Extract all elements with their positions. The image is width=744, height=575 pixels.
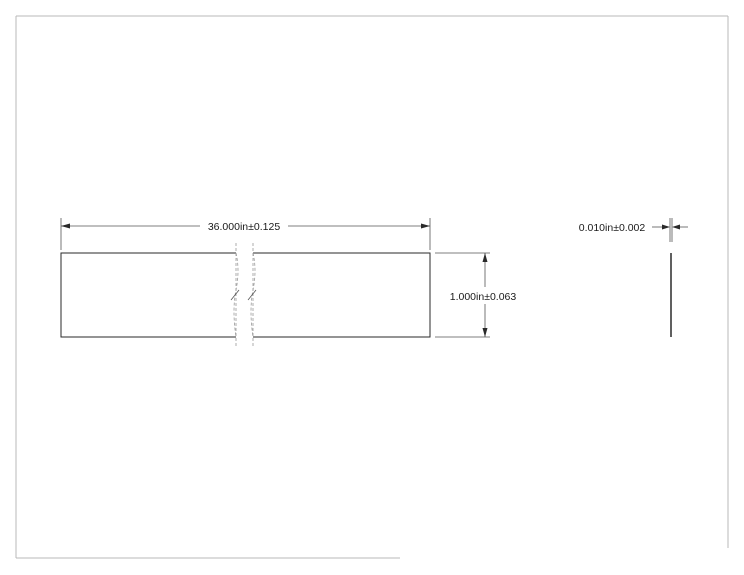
width-dimension: 1.000in±0.063 xyxy=(435,252,517,338)
arrowhead xyxy=(482,253,488,262)
thickness-dimension-label: 0.010in±0.002 xyxy=(579,222,646,234)
break-lines xyxy=(230,243,257,346)
arrowhead xyxy=(421,223,430,229)
length-dimension: 36.000in±0.125 xyxy=(60,218,431,250)
arrowhead xyxy=(662,224,670,230)
width-dimension-label: 1.000in±0.063 xyxy=(450,291,517,303)
strip-front-view xyxy=(60,243,431,346)
thickness-dimension: 0.010in±0.002 xyxy=(579,218,688,242)
length-dimension-label: 36.000in±0.125 xyxy=(208,221,280,233)
arrowhead xyxy=(672,224,680,230)
arrowhead xyxy=(61,223,70,229)
sheet-frame xyxy=(15,15,729,559)
arrowhead xyxy=(482,328,488,337)
